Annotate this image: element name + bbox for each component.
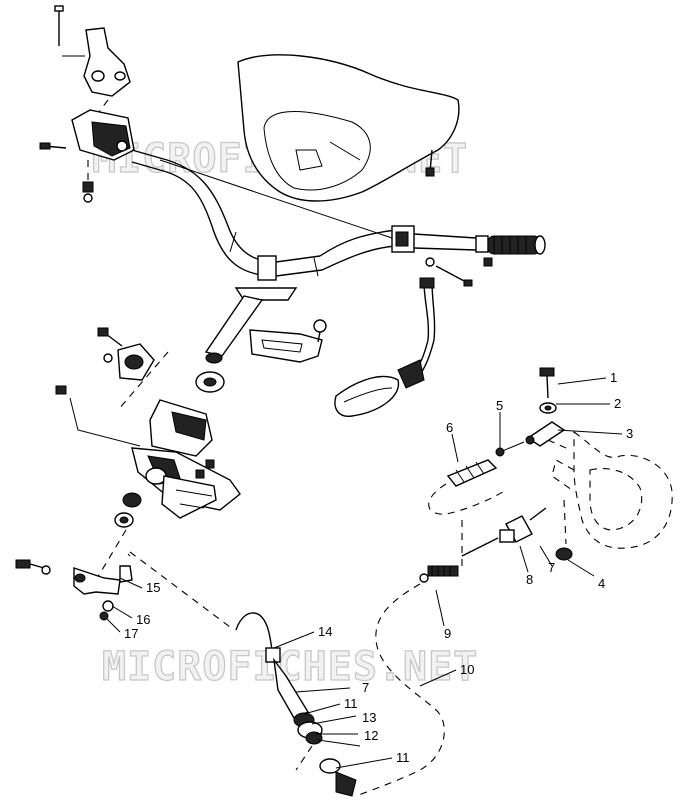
callout-11-lower: 11 bbox=[396, 750, 410, 765]
handlebar-pod bbox=[237, 54, 460, 202]
callout-5: 5 bbox=[496, 398, 503, 413]
leader-lines bbox=[105, 377, 623, 769]
callout-2: 2 bbox=[614, 396, 621, 411]
callout-16: 16 bbox=[136, 612, 150, 627]
callout-4: 4 bbox=[598, 576, 605, 591]
cover-plate bbox=[249, 319, 327, 363]
callout-17: 17 bbox=[124, 626, 138, 641]
handlebar bbox=[131, 149, 546, 287]
callout-14: 14 bbox=[318, 624, 332, 639]
callout-7-left: 7 bbox=[362, 680, 369, 695]
callout-12: 12 bbox=[364, 728, 378, 743]
top-left-bracket bbox=[54, 5, 131, 117]
watermark-bottom: MICROFICHES.NET bbox=[102, 644, 478, 690]
mount-hardware bbox=[55, 327, 241, 591]
brake-cable bbox=[334, 277, 436, 417]
callout-15: 15 bbox=[146, 580, 160, 595]
callout-11-upper: 11 bbox=[344, 696, 358, 711]
callout-6: 6 bbox=[446, 420, 453, 435]
steering-post bbox=[195, 255, 298, 393]
callout-3: 3 bbox=[626, 426, 633, 441]
throttle-lever bbox=[15, 559, 133, 621]
callout-10: 10 bbox=[460, 662, 474, 677]
callout-9: 9 bbox=[444, 626, 451, 641]
choke-cable bbox=[428, 367, 573, 566]
switch-housing bbox=[39, 109, 135, 203]
callout-1: 1 bbox=[610, 370, 617, 385]
carburetor-assembly bbox=[547, 430, 673, 549]
throttle-cable bbox=[127, 551, 357, 797]
callout-7-right: 7 bbox=[548, 560, 555, 575]
throttle-cable-right bbox=[355, 507, 547, 797]
callout-8: 8 bbox=[526, 572, 533, 587]
callout-13: 13 bbox=[362, 710, 376, 725]
